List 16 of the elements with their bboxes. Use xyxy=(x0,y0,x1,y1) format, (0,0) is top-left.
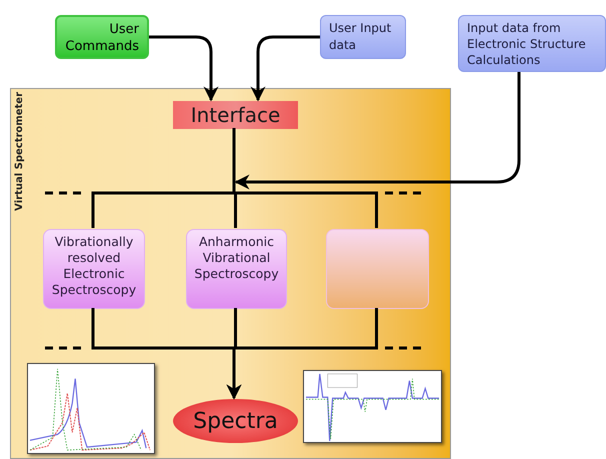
module-box: Vibrationally resolved Electronic Spectroscopy xyxy=(43,229,145,309)
connector-arrow xyxy=(226,308,378,400)
spectrum-plot-picture xyxy=(27,363,155,454)
connector-arrow xyxy=(234,72,520,190)
interface-box: Interface xyxy=(173,101,298,129)
panel-title: Virtual Spectrometer xyxy=(14,92,26,211)
spectrum-plot-picture xyxy=(303,370,442,443)
spectrometer-panel xyxy=(10,88,451,459)
connector-arrow xyxy=(149,36,218,102)
module-box: Anharmonic Vibrational Spectroscopy xyxy=(186,229,287,309)
module-box xyxy=(326,229,429,309)
input-box: Input data from Electronic Structure Calculations xyxy=(458,15,606,72)
output-ellipse: Spectra xyxy=(173,399,298,443)
input-box: User Commands xyxy=(55,15,149,59)
connector-arrow xyxy=(250,36,320,102)
input-box: User Input data xyxy=(320,15,406,59)
